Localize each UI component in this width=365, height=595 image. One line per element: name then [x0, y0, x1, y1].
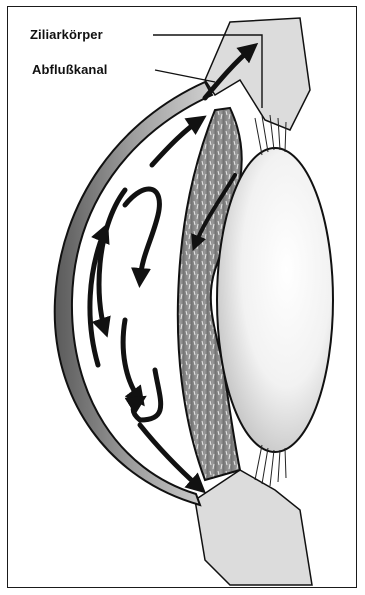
flow-arrow-center-down — [123, 320, 140, 400]
flow-arrow-left-down — [99, 190, 125, 330]
label-drainage-canal: Abflußkanal — [32, 62, 108, 77]
lens — [217, 148, 333, 452]
flow-arrow-loop-down — [125, 189, 159, 280]
lower-sclera-tissue — [195, 470, 312, 585]
label-ciliary-body: Ziliarkörper — [30, 27, 103, 42]
